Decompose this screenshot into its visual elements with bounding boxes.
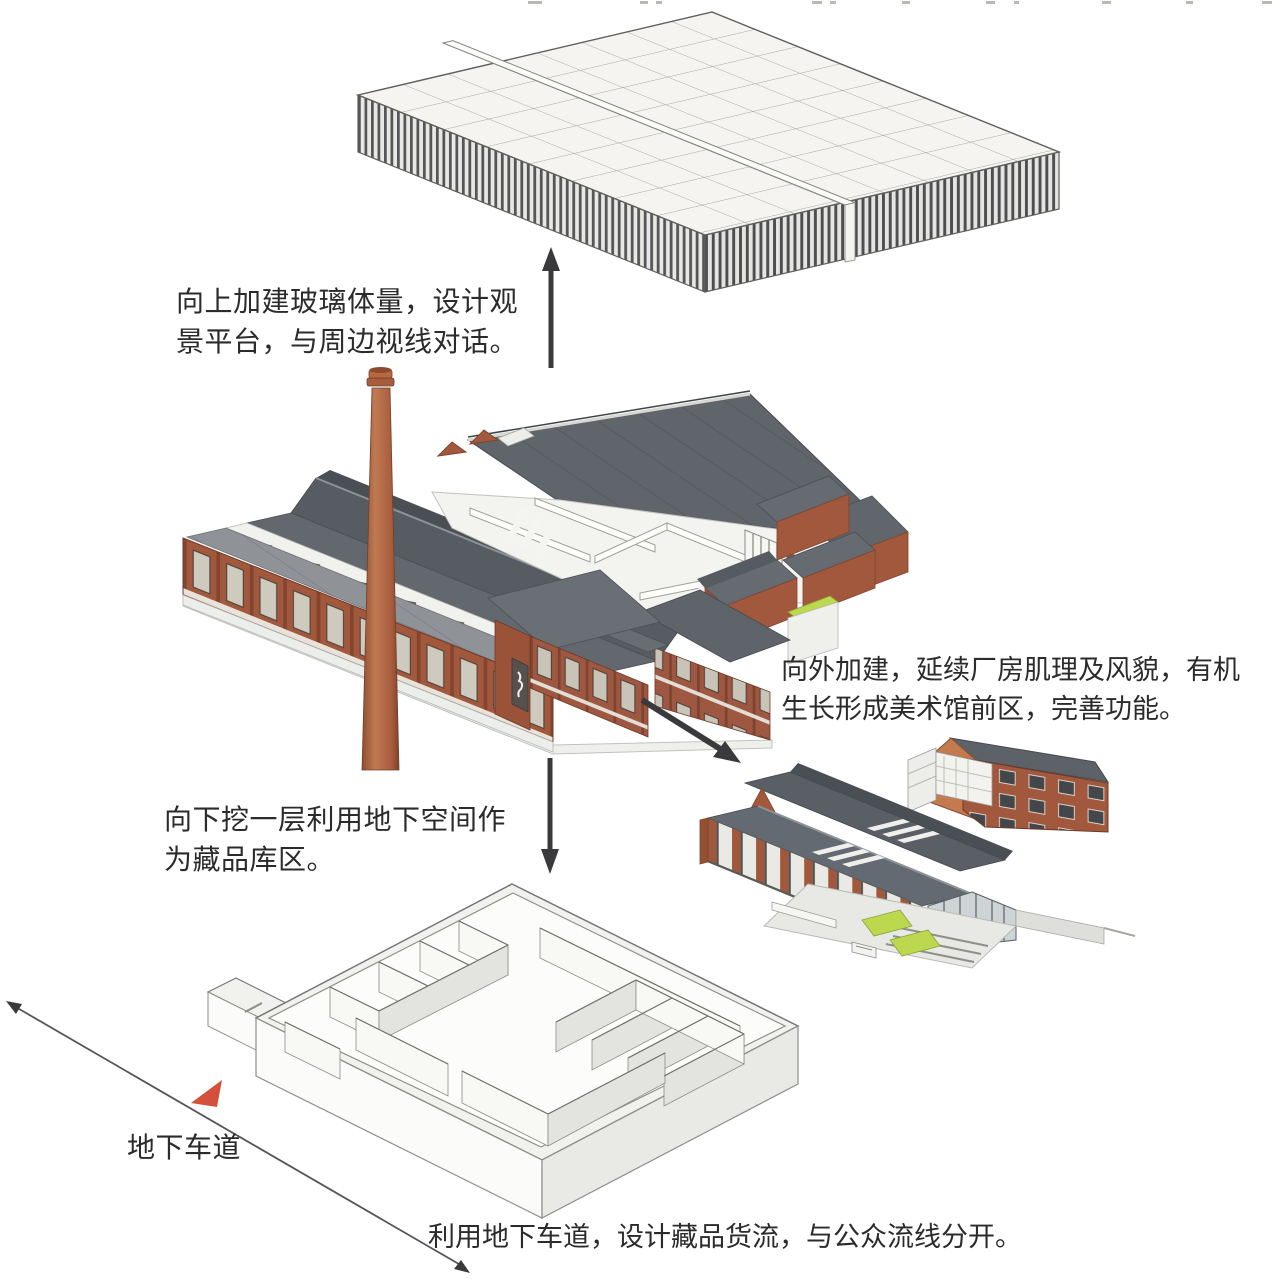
- arrow-outward-icon: [640, 697, 741, 763]
- green-planter: [889, 929, 941, 957]
- glass-volume-model: [355, 11, 1062, 293]
- plan-partitions: [284, 920, 745, 1147]
- entry-plaza: [762, 883, 1136, 969]
- annotation-underground-logistics: 利用地下车道，设计藏品货流，与公众流线分开。: [428, 1222, 1022, 1252]
- mural-banner: [511, 657, 529, 713]
- green-planter: [861, 909, 913, 937]
- driveway-arrow: [6, 1001, 470, 1273]
- front-blocks: [487, 569, 791, 741]
- tall-brick-block: [907, 737, 1110, 833]
- main-factory-model: [182, 367, 909, 771]
- label-underground-driveway: 地下车道: [127, 1132, 242, 1163]
- underground-plan-model: [206, 883, 800, 1219]
- annotation-add-upward: 向上加建玻璃体量，设计观景平台，与周边视线对话。: [176, 286, 519, 357]
- annotation-extend-outward: 向外加建，延续厂房肌理及风貌，有机生长形成美术馆前区，完善功能。: [781, 655, 1240, 724]
- driveway-marker-icon: [191, 1080, 222, 1107]
- annotation-dig-down: 向下挖一层利用地下空间作为藏品库区。: [164, 804, 507, 875]
- arrow-down-icon: [541, 758, 559, 874]
- chimney: [361, 367, 400, 771]
- top-crop-marks-decoration: [528, 1, 1272, 4]
- arrow-up-icon: [542, 247, 560, 368]
- museum-front-model: [699, 737, 1136, 969]
